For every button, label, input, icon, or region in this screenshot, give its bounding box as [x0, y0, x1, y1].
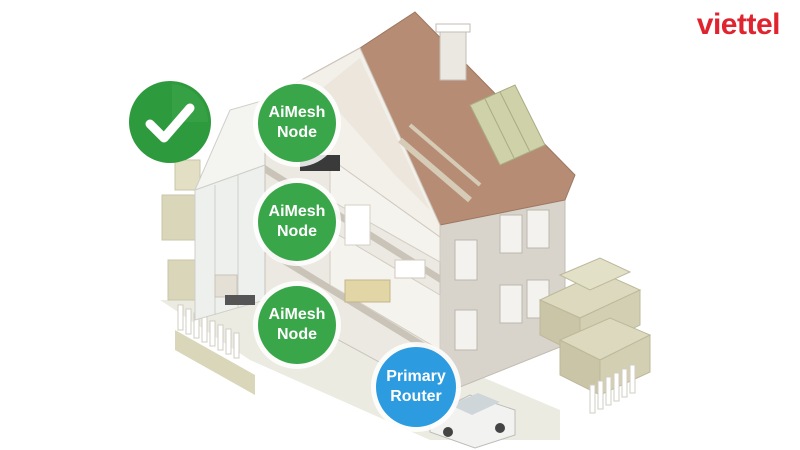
- aimesh-node-badge-bottom: AiMesh Node: [258, 286, 336, 364]
- right-hedges: [538, 257, 652, 396]
- right-fence: [589, 364, 636, 414]
- viettel-logo: viettel: [696, 8, 781, 41]
- aimesh-node-badge-middle: AiMesh Node: [258, 183, 336, 261]
- aimesh-node-badge-top: AiMesh Node: [258, 84, 336, 162]
- checkmark-icon: [129, 81, 211, 163]
- car: [429, 393, 516, 449]
- aimesh-node-label: AiMesh Node: [268, 306, 326, 343]
- aimesh-node-label: AiMesh Node: [268, 104, 326, 141]
- left-fence: [177, 304, 240, 359]
- room-furniture: [225, 155, 426, 305]
- chimney: [435, 23, 471, 81]
- aimesh-node-label: AiMesh Node: [268, 203, 326, 240]
- primary-router-badge: Primary Router: [376, 347, 456, 427]
- primary-router-label: Primary Router: [386, 368, 446, 405]
